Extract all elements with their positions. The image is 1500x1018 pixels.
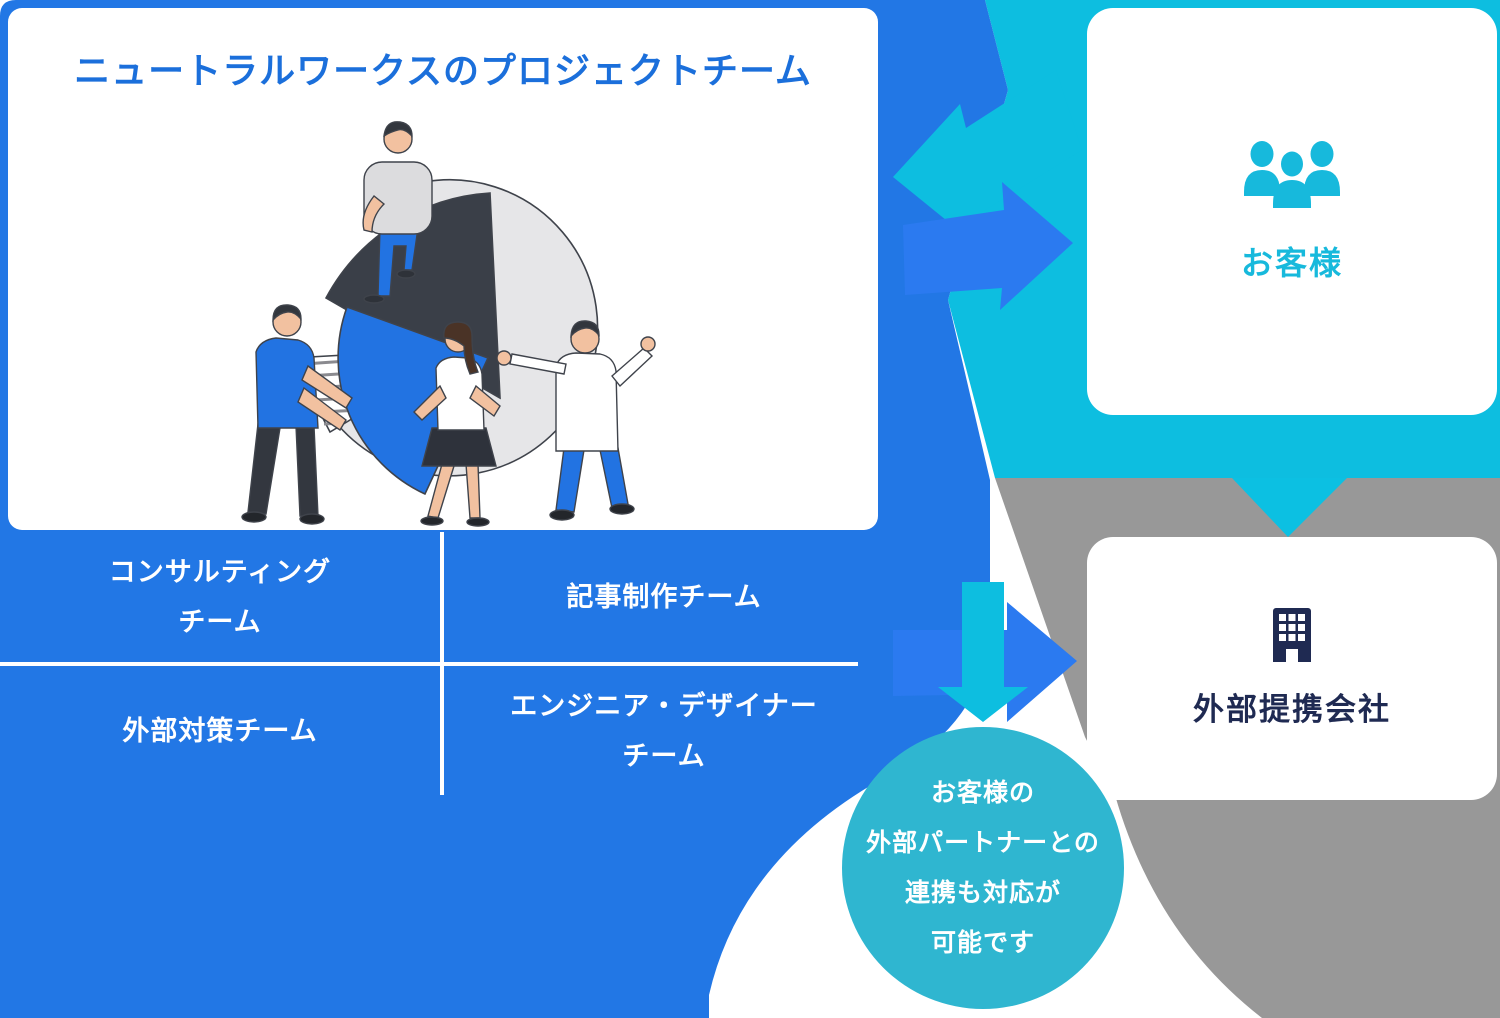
pie-blue-wedge (337, 305, 490, 496)
partner-card-label: 外部提携会社 (1193, 692, 1391, 727)
person-right-man (496, 320, 656, 521)
team-label: 記事制作チーム (566, 582, 762, 612)
teamwork-illustration (241, 121, 656, 527)
note-line: 可能です (930, 929, 1035, 957)
arrow-customer-to-partner (1232, 478, 1347, 537)
project-team-card: ニュートラルワークスのプロジェクトチーム (8, 8, 878, 530)
team-cell-consulting: コンサルティング チーム (0, 532, 440, 662)
team-cell-engineer: エンジニア・デザイナー チーム (446, 667, 882, 795)
project-team-title: ニュートラルワークスのプロジェクトチーム (74, 50, 812, 91)
arrow-blue-to-customer (903, 182, 1073, 310)
customer-card-label: お客様 (1240, 244, 1343, 281)
team-label: チーム (622, 741, 706, 771)
grid-divider-horizontal (0, 662, 858, 666)
team-label: エンジニア・デザイナー (510, 691, 818, 721)
note-line: 外部パートナーとの (866, 829, 1100, 857)
team-label: 外部対策チーム (122, 716, 318, 746)
building-icon (1273, 608, 1311, 662)
team-cell-external: 外部対策チーム (0, 667, 440, 795)
partner-card: 外部提携会社 (1087, 537, 1497, 800)
team-label: コンサルティング (108, 557, 332, 587)
team-label: チーム (178, 607, 262, 637)
person-sitting-man (362, 121, 433, 304)
person-left-man (241, 304, 353, 525)
note-circle: お客様の 外部パートナーとの 連携も対応が 可能です (842, 727, 1124, 1009)
users-icon (1244, 140, 1340, 208)
arrow-cyan-to-note (938, 582, 1028, 722)
note-line: お客様の (930, 779, 1035, 807)
arrow-cyan-to-panel (893, 70, 1082, 246)
customer-card: お客様 (1087, 8, 1497, 415)
person-woman (413, 321, 501, 527)
team-cell-article: 記事制作チーム (446, 532, 882, 662)
note-line: 連携も対応が (904, 879, 1061, 907)
